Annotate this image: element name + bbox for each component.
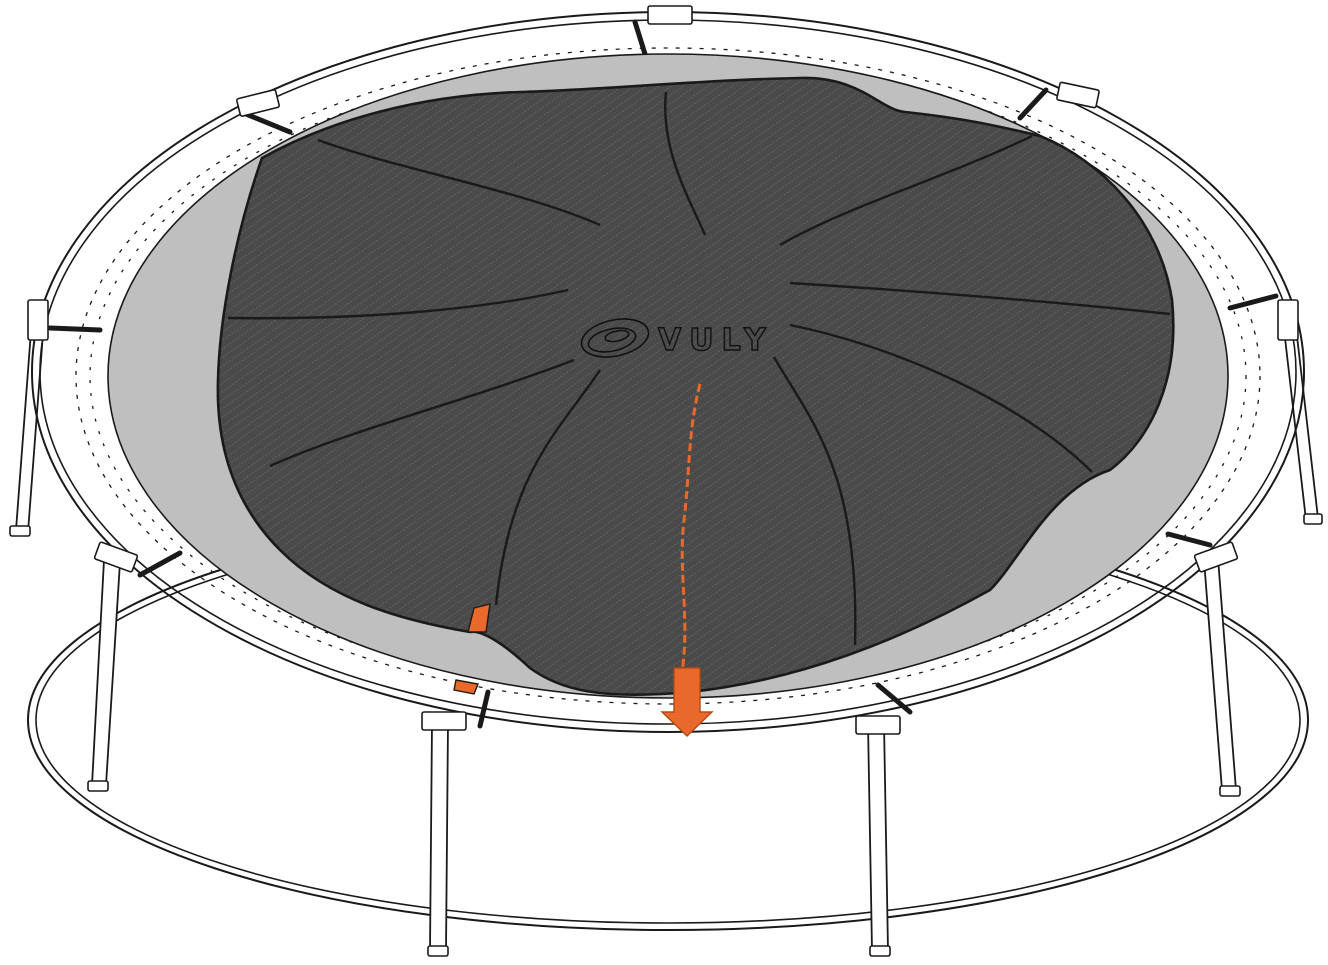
seam bbox=[269, 358, 575, 468]
down-arrow-icon bbox=[660, 667, 714, 737]
foot-front-right bbox=[869, 945, 891, 957]
spring bbox=[1017, 87, 1049, 121]
bracket bbox=[855, 715, 901, 735]
foot-back-left bbox=[9, 525, 31, 537]
seam bbox=[789, 323, 1093, 473]
swirl-logo-icon bbox=[580, 318, 650, 358]
bracket bbox=[1193, 541, 1239, 573]
leg-feet bbox=[9, 513, 1323, 957]
foot-left bbox=[87, 780, 109, 792]
seam bbox=[772, 356, 857, 646]
foot-back-right bbox=[1303, 513, 1323, 525]
seam bbox=[779, 134, 1033, 247]
seam bbox=[227, 288, 569, 320]
spring bbox=[137, 550, 183, 578]
logo-wordmark: VULY bbox=[658, 323, 774, 358]
seam bbox=[789, 281, 1171, 316]
brand-logo: VULY bbox=[580, 318, 774, 359]
spring bbox=[47, 325, 103, 333]
bracket bbox=[27, 299, 49, 341]
seam bbox=[494, 369, 601, 606]
bracket bbox=[421, 711, 467, 731]
spring bbox=[477, 689, 491, 729]
seam bbox=[664, 91, 707, 236]
mat-seams bbox=[227, 91, 1171, 646]
bracket bbox=[1056, 81, 1100, 109]
foot-right bbox=[1219, 785, 1241, 797]
bracket bbox=[1277, 299, 1299, 341]
spring bbox=[1165, 531, 1213, 548]
springs bbox=[47, 19, 1279, 729]
leg-left bbox=[91, 558, 121, 786]
leg-right bbox=[1203, 556, 1237, 791]
spring bbox=[875, 682, 913, 715]
jumping-mat bbox=[216, 76, 1175, 697]
orange-tab bbox=[453, 679, 479, 695]
spring bbox=[243, 111, 293, 135]
pull-strap bbox=[680, 383, 702, 673]
seam bbox=[317, 138, 601, 227]
bracket bbox=[93, 541, 139, 573]
spring-zone bbox=[75, 47, 1261, 705]
leg-front-right bbox=[867, 723, 889, 951]
spring bbox=[1227, 293, 1279, 311]
bracket bbox=[236, 89, 280, 117]
leg-front-left bbox=[429, 723, 449, 951]
spring bbox=[632, 19, 648, 57]
foot-front-left bbox=[427, 945, 449, 957]
orange-tab bbox=[467, 603, 491, 633]
frame-brackets bbox=[27, 5, 1299, 735]
bracket bbox=[647, 5, 693, 25]
